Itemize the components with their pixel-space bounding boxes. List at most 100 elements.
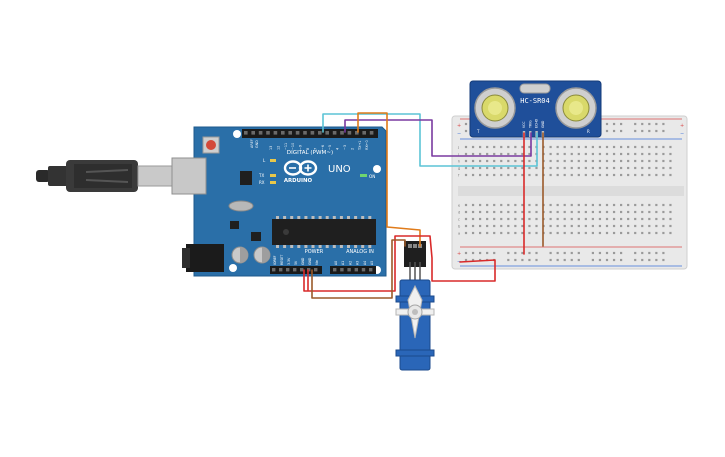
breadboard-hole[interactable] bbox=[486, 224, 489, 228]
power-header-pin[interactable] bbox=[314, 268, 318, 272]
header-pin[interactable] bbox=[266, 131, 270, 135]
breadboard-hole[interactable] bbox=[648, 152, 651, 156]
breadboard-hole[interactable] bbox=[598, 224, 602, 228]
breadboard-hole[interactable] bbox=[549, 159, 552, 163]
breadboard-hole[interactable] bbox=[535, 173, 538, 177]
breadboard-hole[interactable] bbox=[669, 224, 672, 228]
breadboard-hole[interactable] bbox=[479, 159, 482, 163]
power-header-pin[interactable] bbox=[293, 268, 297, 272]
breadboard-hole[interactable] bbox=[479, 210, 482, 214]
breadboard-hole[interactable] bbox=[641, 251, 644, 255]
header-pin[interactable] bbox=[362, 131, 366, 135]
breadboard-hole[interactable] bbox=[556, 173, 559, 177]
breadboard-hole[interactable] bbox=[479, 166, 482, 170]
breadboard-hole[interactable] bbox=[549, 203, 552, 207]
analog-header-pin[interactable] bbox=[369, 268, 373, 272]
breadboard-hole[interactable] bbox=[464, 258, 468, 262]
breadboard-hole[interactable] bbox=[500, 152, 503, 156]
breadboard-hole[interactable] bbox=[634, 166, 637, 170]
breadboard-hole[interactable] bbox=[584, 145, 587, 149]
breadboard-hole[interactable] bbox=[471, 203, 475, 207]
breadboard-hole[interactable] bbox=[584, 166, 587, 170]
breadboard-hole[interactable] bbox=[641, 258, 644, 262]
breadboard-hole[interactable] bbox=[464, 145, 468, 149]
breadboard-hole[interactable] bbox=[612, 166, 616, 170]
breadboard-hole[interactable] bbox=[648, 224, 651, 228]
breadboard-hole[interactable] bbox=[521, 210, 524, 214]
analog-header-pin[interactable] bbox=[340, 268, 344, 272]
breadboard-hole[interactable] bbox=[620, 159, 623, 163]
wire-purple-trig[interactable] bbox=[344, 119, 532, 157]
breadboard-hole[interactable] bbox=[570, 224, 573, 228]
breadboard-hole[interactable] bbox=[471, 210, 475, 214]
analog-header-pin[interactable] bbox=[354, 268, 358, 272]
breadboard-hole[interactable] bbox=[662, 210, 665, 214]
header-pin[interactable] bbox=[295, 131, 300, 135]
breadboard-hole[interactable] bbox=[641, 173, 644, 177]
breadboard-hole[interactable] bbox=[634, 145, 637, 149]
breadboard-hole[interactable] bbox=[598, 159, 602, 163]
breadboard-hole[interactable] bbox=[514, 166, 517, 170]
breadboard-hole[interactable] bbox=[620, 203, 623, 207]
breadboard-hole[interactable] bbox=[627, 173, 630, 177]
wire-brown-servo-ground[interactable] bbox=[311, 239, 406, 299]
breadboard-hole[interactable] bbox=[634, 210, 637, 214]
breadboard-hole[interactable] bbox=[641, 203, 644, 207]
breadboard-hole[interactable] bbox=[662, 217, 665, 221]
breadboard-hole[interactable] bbox=[655, 224, 658, 228]
breadboard-hole[interactable] bbox=[598, 203, 602, 207]
breadboard-hole[interactable] bbox=[500, 224, 503, 228]
breadboard-hole[interactable] bbox=[598, 231, 602, 235]
breadboard-hole[interactable] bbox=[605, 203, 609, 207]
power-header-pin[interactable] bbox=[300, 268, 304, 272]
breadboard-hole[interactable] bbox=[521, 203, 524, 207]
breadboard-hole[interactable] bbox=[634, 152, 637, 156]
header-pin[interactable] bbox=[325, 131, 329, 135]
breadboard-hole[interactable] bbox=[648, 166, 651, 170]
header-pin[interactable] bbox=[273, 131, 278, 135]
breadboard-hole[interactable] bbox=[620, 224, 623, 228]
breadboard-hole[interactable] bbox=[493, 210, 496, 214]
breadboard-hole[interactable] bbox=[556, 166, 559, 170]
breadboard-hole[interactable] bbox=[479, 251, 482, 255]
breadboard-hole[interactable] bbox=[634, 122, 637, 126]
breadboard-hole[interactable] bbox=[662, 258, 665, 262]
breadboard-hole[interactable] bbox=[507, 145, 510, 149]
breadboard-hole[interactable] bbox=[507, 159, 510, 163]
breadboard-hole[interactable] bbox=[662, 173, 665, 177]
breadboard-hole[interactable] bbox=[584, 159, 587, 163]
breadboard-hole[interactable] bbox=[591, 203, 594, 207]
analog-header-pin[interactable] bbox=[333, 268, 337, 272]
breadboard-hole[interactable] bbox=[486, 231, 489, 235]
breadboard-hole[interactable] bbox=[655, 217, 658, 221]
breadboard-hole[interactable] bbox=[655, 231, 658, 235]
breadboard-hole[interactable] bbox=[556, 145, 559, 149]
breadboard-hole[interactable] bbox=[563, 251, 566, 255]
breadboard-hole[interactable] bbox=[500, 145, 503, 149]
breadboard-hole[interactable] bbox=[507, 166, 510, 170]
header-pin[interactable] bbox=[244, 131, 248, 135]
breadboard-hole[interactable] bbox=[620, 231, 623, 235]
breadboard-hole[interactable] bbox=[627, 224, 630, 228]
breadboard-hole[interactable] bbox=[577, 152, 580, 156]
breadboard-hole[interactable] bbox=[570, 258, 573, 262]
breadboard-hole[interactable] bbox=[577, 210, 580, 214]
power-jack[interactable] bbox=[186, 244, 224, 272]
breadboard-hole[interactable] bbox=[549, 166, 552, 170]
breadboard-hole[interactable] bbox=[528, 217, 531, 221]
breadboard-hole[interactable] bbox=[563, 173, 566, 177]
breadboard-hole[interactable] bbox=[598, 258, 602, 262]
breadboard-hole[interactable] bbox=[500, 210, 503, 214]
breadboard-hole[interactable] bbox=[591, 224, 594, 228]
breadboard-hole[interactable] bbox=[563, 145, 566, 149]
breadboard-hole[interactable] bbox=[612, 152, 616, 156]
breadboard-hole[interactable] bbox=[662, 203, 665, 207]
breadboard-hole[interactable] bbox=[479, 152, 482, 156]
breadboard-hole[interactable] bbox=[493, 217, 496, 221]
breadboard-hole[interactable] bbox=[535, 258, 538, 262]
breadboard-hole[interactable] bbox=[634, 159, 637, 163]
breadboard-hole[interactable] bbox=[620, 210, 623, 214]
breadboard-hole[interactable] bbox=[612, 224, 616, 228]
breadboard-hole[interactable] bbox=[528, 145, 531, 149]
breadboard-hole[interactable] bbox=[669, 203, 672, 207]
